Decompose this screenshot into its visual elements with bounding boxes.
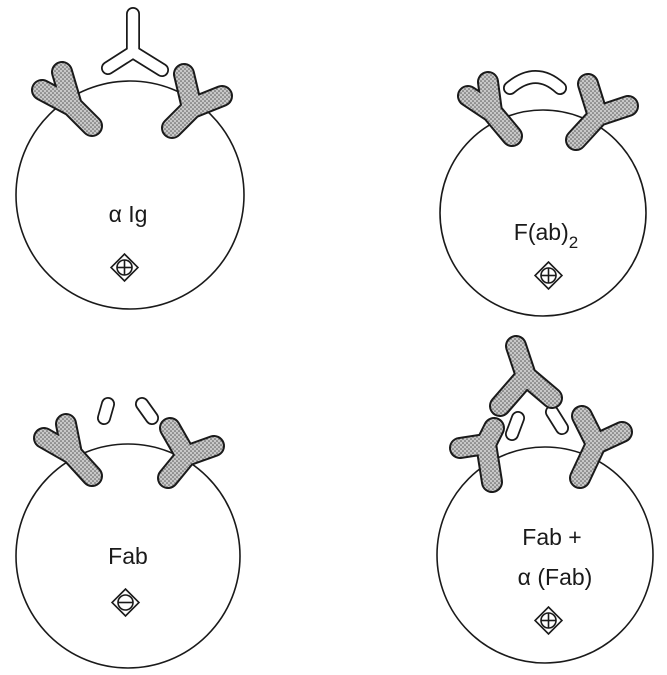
b-cell [15, 443, 241, 669]
cell-label: α (Fab) [518, 564, 593, 590]
b-cell [436, 446, 654, 664]
membrane-receptor [449, 417, 505, 493]
membrane-receptor [161, 63, 233, 139]
membrane-receptor [565, 73, 639, 151]
membrane-receptor [569, 405, 633, 489]
fab-fragment [135, 397, 159, 425]
panel-fab-plus-anti-fab: Fab + α (Fab) [436, 335, 654, 664]
activation-sign-minus-icon [110, 587, 141, 618]
activation-sign-plus-icon [109, 252, 140, 283]
fab-fragment [545, 405, 569, 435]
membrane-receptor [157, 417, 225, 489]
fab2-fragment [503, 70, 567, 95]
activation-sign-plus-icon [533, 605, 564, 636]
cell-label: F(ab)2 [514, 219, 578, 252]
panel-fab: Fab [15, 397, 241, 669]
cell-label: Fab [108, 543, 148, 569]
membrane-receptor [457, 71, 523, 147]
b-cell [15, 80, 245, 310]
anti-ig-antibody [101, 7, 169, 77]
fab-fragment [505, 411, 525, 441]
membrane-receptor [33, 413, 103, 487]
activation-sign-plus-icon [533, 260, 564, 291]
panel-anti-ig: α Ig [15, 7, 245, 310]
membrane-receptor [31, 61, 103, 137]
cell-label: Fab + [522, 524, 581, 550]
b-cell [439, 109, 647, 317]
anti-fab-antibody [489, 335, 563, 417]
fab-fragment [97, 397, 115, 425]
cell-label: α Ig [109, 201, 148, 227]
panel-fab2: F(ab)2 [439, 70, 647, 317]
